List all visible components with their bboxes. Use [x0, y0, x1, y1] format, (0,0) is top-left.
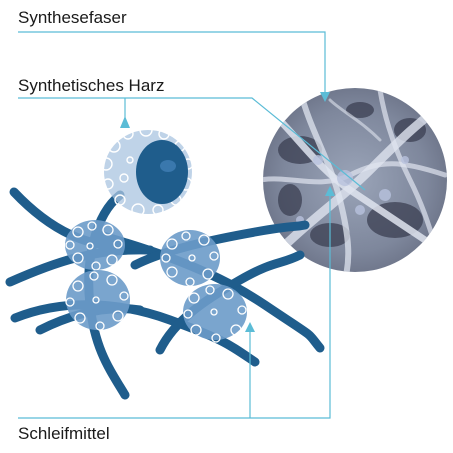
magnified-view — [255, 80, 453, 280]
abrasive-particle — [160, 230, 220, 286]
abrasive-particle — [66, 270, 130, 330]
fiber-core — [136, 140, 188, 204]
abrasive-particle — [65, 220, 125, 270]
abrasive-particle — [183, 284, 247, 342]
fiber-core-highlight — [160, 160, 176, 172]
arrow-abrasive-particle — [245, 322, 255, 332]
leader-line-fiber — [18, 32, 325, 96]
